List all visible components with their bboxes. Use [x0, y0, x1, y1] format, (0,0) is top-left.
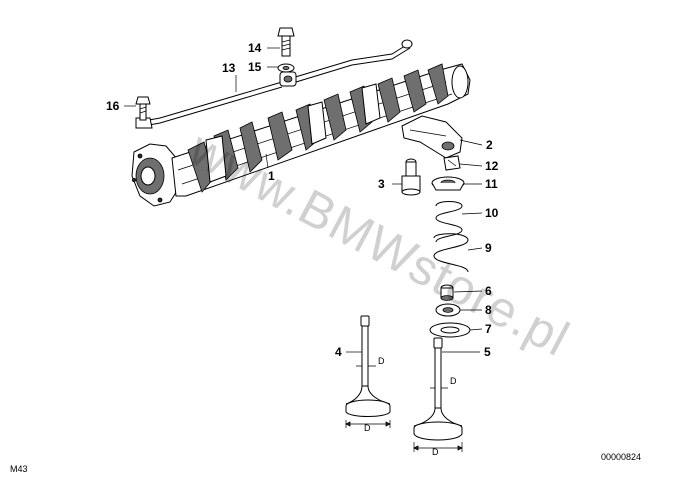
callout-5: 5 — [484, 345, 491, 359]
callout-16: 16 — [106, 99, 120, 113]
rocker-arm-part-2 — [401, 115, 463, 159]
dimension-label-valve-5-stem: D — [450, 376, 457, 386]
watermark-text: www.BMWstore.pl — [180, 120, 579, 367]
dimension-label-valve-5-head: D — [432, 447, 439, 457]
callout-8: 8 — [485, 303, 492, 317]
bolt-part-14 — [277, 27, 295, 57]
callout-1: 1 — [268, 169, 275, 183]
callout-6: 6 — [485, 284, 492, 298]
callout-13: 13 — [222, 61, 236, 75]
callout-2: 2 — [486, 138, 493, 152]
stem-seal-part-6 — [440, 284, 454, 301]
callout-15: 15 — [248, 60, 262, 74]
valve-part-5 — [413, 337, 463, 452]
callout-11: 11 — [485, 177, 498, 191]
model-code-label: M43 — [10, 464, 28, 474]
callout-10: 10 — [485, 206, 499, 220]
lifter-part-3 — [401, 158, 421, 196]
washer-part-15 — [277, 63, 295, 73]
outer-spring-part-10 — [435, 201, 463, 243]
dimension-label-valve-4-head: D — [364, 423, 371, 433]
callout-14: 14 — [248, 41, 262, 55]
callout-4: 4 — [335, 345, 342, 359]
spring-retainer-part-11 — [431, 176, 465, 191]
callout-7: 7 — [485, 322, 492, 336]
clip-part-12 — [443, 155, 461, 171]
washer-part-7 — [429, 322, 471, 338]
leader-lines — [124, 47, 483, 353]
camshaft-part-1 — [131, 63, 471, 207]
callout-3: 3 — [378, 177, 385, 191]
bolt-part-16 — [135, 96, 151, 121]
dimension-label-valve-4-stem: D — [378, 356, 385, 366]
callout-9: 9 — [485, 241, 492, 255]
inner-spring-part-9 — [433, 233, 469, 273]
valve-part-4 — [345, 315, 391, 428]
diagram-number-label: 00000824 — [601, 452, 641, 462]
callout-12: 12 — [485, 159, 499, 173]
